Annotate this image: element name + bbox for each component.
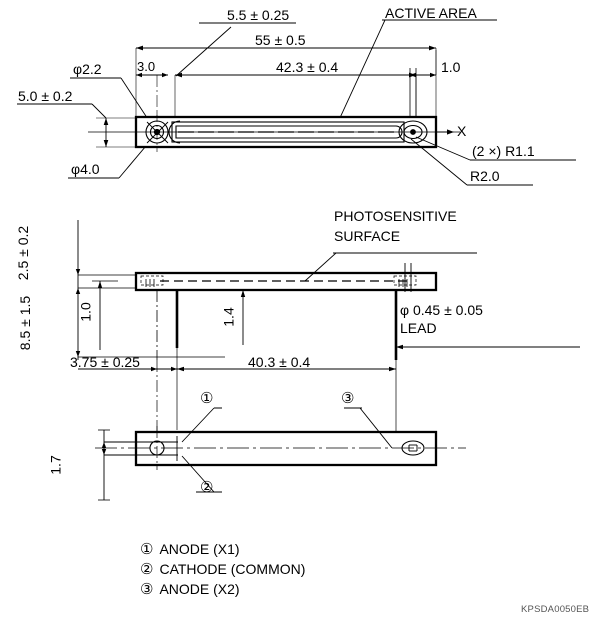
- marker-3-label: ③: [341, 390, 355, 407]
- dim-label-active-area-offset: 5.5 ± 0.25: [227, 7, 290, 23]
- dim-body-width: [17, 103, 136, 148]
- legend-item: ② CATHODE (COMMON): [140, 560, 305, 580]
- legend-item: ① ANODE (X1): [140, 540, 305, 560]
- dim-label-edge-offset-left: 3.0: [137, 59, 156, 74]
- leader-lead-dia: [396, 344, 580, 350]
- side-view-body: [134, 271, 438, 292]
- leader-photosensitive-surface: [304, 252, 477, 282]
- dim-label-lead-name: LEAD: [400, 320, 437, 336]
- right-lead-detail: [393, 263, 417, 292]
- dim-label-edge-offset-right: 1.0: [441, 59, 461, 75]
- legend-text-1: ANODE (X1): [159, 541, 240, 557]
- dim-label-body-width: 5.0 ± 0.2: [18, 88, 73, 104]
- top-view-group: [17, 19, 576, 186]
- legend-item: ③ ANODE (X2): [140, 580, 305, 600]
- dim-label-lead-row-width: 1.7: [47, 455, 64, 475]
- marker-leaders: [181, 407, 393, 493]
- leader-corner-radius-large: [410, 138, 533, 186]
- dim-label-body-thickness: 2.5 ± 0.2: [15, 225, 32, 281]
- legend-symbol-1: ①: [140, 541, 154, 558]
- dim-label-lead-pitch: 40.3 ± 0.4: [248, 354, 311, 370]
- callout-photosensitive-surface-line1: PHOTOSENSITIVE: [334, 208, 457, 224]
- side-view-group: [75, 220, 580, 432]
- legend-symbol-3: ③: [140, 581, 154, 598]
- dim-label-active-length: 42.3 ± 0.4: [276, 59, 339, 75]
- x-axis-arrow: [436, 129, 454, 135]
- left-lead-detail: [140, 275, 164, 287]
- pin-legend: ① ANODE (X1) ② CATHODE (COMMON) ③ ANODE …: [140, 540, 305, 600]
- callout-active-area: ACTIVE AREA: [385, 5, 477, 21]
- dim-lead-row-width: [98, 429, 110, 501]
- dim-lead-positions: [78, 348, 397, 432]
- marker-1-label: ①: [200, 390, 214, 407]
- axis-label-x: X: [457, 123, 467, 139]
- leader-active-area-offset: [175, 22, 296, 77]
- bottom-lead-rails: [104, 436, 178, 461]
- legend-text-2: CATHODE (COMMON): [159, 561, 306, 577]
- dim-label-lead-offset: 1.4: [220, 307, 237, 327]
- dim-label-lead-pos-left: 3.75 ± 0.25: [70, 354, 140, 370]
- callout-photosensitive-surface-line2: SURFACE: [334, 228, 401, 244]
- dim-lead-offset: [235, 289, 252, 345]
- leader-corner-radius-small: [415, 136, 576, 161]
- dim-label-overall-length: 55 ± 0.5: [255, 32, 306, 48]
- dim-label-hole-inner-dia: φ2.2: [73, 61, 102, 77]
- bottom-view-group: [95, 407, 466, 501]
- lead-wires: [156, 290, 398, 360]
- left-mounting-hole: [145, 112, 169, 152]
- dim-overall-length: [135, 45, 437, 117]
- bottom-right-hole: [401, 440, 425, 456]
- legend-text-3: ANODE (X2): [159, 581, 240, 597]
- dim-label-lead-dia: φ 0.45 ± 0.05: [400, 302, 483, 318]
- active-area-strip: [171, 121, 405, 143]
- part-code-label: KPSDA0050EB: [521, 604, 590, 615]
- dim-label-corner-radius-large: R2.0: [470, 168, 500, 184]
- bottom-view-body-outline: [134, 430, 438, 467]
- leader-active-area: [332, 19, 497, 134]
- dim-label-corner-radius-small: (2 ×) R1.1: [472, 143, 535, 159]
- dim-label-step-height: 1.0: [77, 302, 94, 322]
- legend-symbol-2: ②: [140, 561, 154, 578]
- dim-label-total-height: 8.5 ± 1.5: [17, 295, 34, 351]
- dim-label-hole-outer-dia: φ4.0: [71, 161, 100, 177]
- marker-2-label: ②: [200, 479, 214, 496]
